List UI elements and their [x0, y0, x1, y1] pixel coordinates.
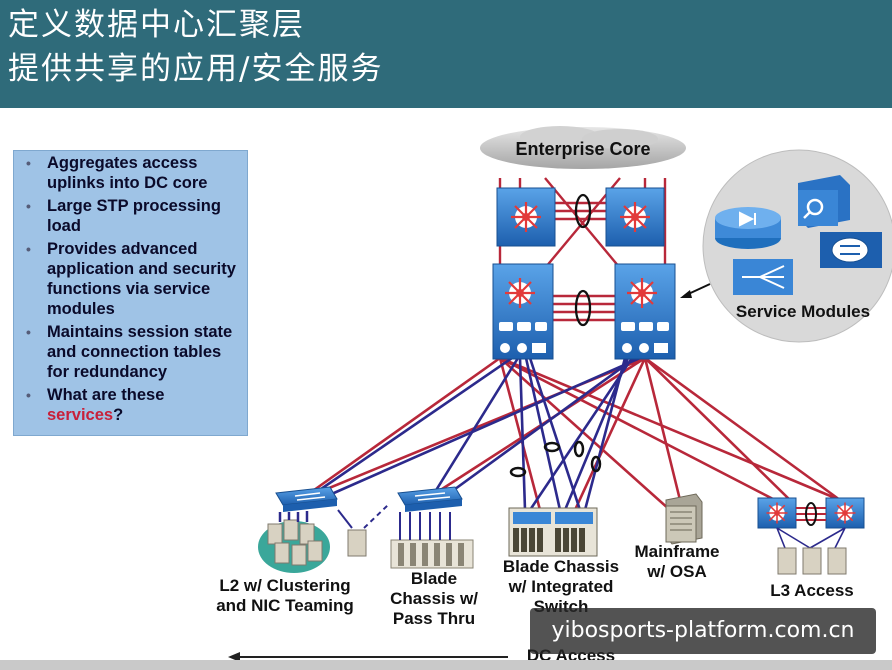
arrow-icon [680, 283, 711, 298]
l3-access-switch-right [825, 497, 865, 529]
l3-access-switch-left [757, 497, 797, 529]
bullet-item: Aggregates access uplinks into DC core [18, 153, 243, 193]
l3-access-label: L3 Access [770, 581, 854, 600]
footer-bar [0, 660, 892, 670]
bottom-arrow [228, 652, 508, 662]
blade-chassis-integrated [508, 507, 598, 557]
title-line-2: 提供共享的应用/安全服务 [8, 51, 384, 87]
watermark: yibosports-platform.com.cn [530, 608, 876, 654]
distribution-interlinks [553, 294, 615, 322]
title-bar: 定义数据中心汇聚层 提供共享的应用/安全服务 [0, 0, 892, 108]
bullet-box: Aggregates access uplinks into DC core L… [13, 150, 248, 436]
bullet-text: ? [113, 406, 124, 424]
core-switch-right [605, 187, 665, 247]
access-uplinks [299, 356, 841, 511]
l2-access-label: L2 w/ Clustering and NIC Teaming [216, 576, 354, 615]
server-cluster [258, 511, 330, 573]
mainframe-label: Mainframe w/ OSA [634, 542, 720, 581]
network-diagram: Enterprise Core [228, 126, 892, 662]
lag-rings [574, 193, 592, 327]
mainframe-icon [665, 493, 703, 545]
blade-chassis-pass-thru [390, 512, 474, 569]
bullet-item-question: What are these services? [18, 385, 243, 425]
ids-module-icon [798, 175, 850, 228]
l3-servers [776, 527, 847, 575]
firewall-module-icon [715, 207, 781, 249]
bullet-item: Provides advanced application and securi… [18, 239, 243, 319]
single-server [337, 504, 389, 557]
content-switch-module-icon [820, 232, 882, 268]
highlight-word: services [47, 406, 114, 424]
core-label: Enterprise Core [515, 139, 650, 159]
distribution-switch-left [492, 263, 554, 360]
core-switch-left [496, 187, 556, 247]
service-modules-label: Service Modules [736, 302, 870, 321]
load-balancer-module-icon [733, 259, 793, 295]
blade-pass-thru-label: Blade Chassis w/ Pass Thru [390, 569, 478, 628]
bullet-text: What are these [47, 386, 165, 404]
etherchannel-rings [509, 440, 602, 478]
enterprise-core-cloud: Enterprise Core [480, 126, 686, 169]
service-modules-group: Service Modules [702, 149, 892, 343]
bullet-item: Maintains session state and connection t… [18, 322, 243, 382]
blade-pass-thru-switch [397, 486, 463, 512]
l2-access-switch [275, 486, 338, 512]
bullet-item: Large STP processing load [18, 196, 243, 236]
l3-interlink [796, 502, 826, 526]
title-line-1: 定义数据中心汇聚层 [8, 7, 305, 43]
distribution-switch-right [614, 263, 676, 360]
